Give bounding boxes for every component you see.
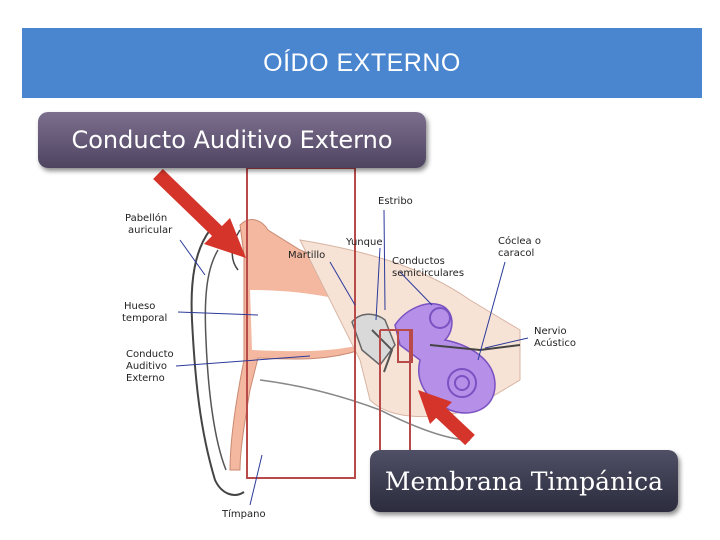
label-yunque: Yunque	[345, 237, 382, 248]
label-hueso-1: Hueso	[124, 301, 155, 312]
eardrum-highlight-rect	[379, 329, 411, 450]
label-estribo: Estribo	[378, 196, 413, 207]
ossicles	[351, 313, 396, 373]
callout-membrana-timpanica: Membrana Timpánica	[370, 450, 678, 512]
label-conductos-2: semicirculares	[392, 268, 464, 279]
label-coclea-1: Cóclea o	[498, 235, 541, 247]
label-timpano: Tímpano	[221, 508, 266, 520]
arrow-top	[153, 168, 246, 258]
label-nervio-2: Acústico	[534, 337, 576, 349]
label-pabellon-1: Pabellón	[125, 212, 167, 224]
canal-highlight-rect	[246, 167, 356, 479]
label-conducto-3: Externo	[126, 373, 165, 384]
label-conducto-2: Auditivo	[126, 361, 167, 372]
arrow-bottom	[418, 390, 475, 446]
label-martillo: Martillo	[288, 250, 325, 261]
label-conductos-1: Conductos	[392, 256, 445, 267]
callout-conducto-auditivo: Conducto Auditivo Externo	[38, 112, 426, 168]
label-nervio-1: Nervio	[534, 326, 567, 337]
label-hueso-2: temporal	[122, 313, 167, 324]
label-conducto-1: Conducto	[126, 349, 174, 360]
label-pabellon-2: auricular	[128, 225, 173, 236]
slide-title: OÍDO EXTERNO	[22, 28, 702, 98]
label-coclea-2: caracol	[498, 248, 534, 259]
leader-lines	[175, 209, 529, 506]
